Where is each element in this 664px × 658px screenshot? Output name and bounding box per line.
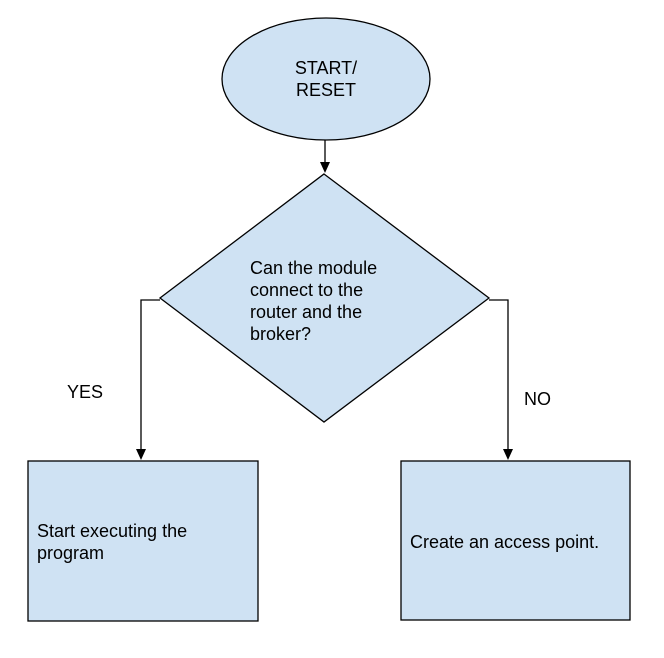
execute-node-label: Start executing the program bbox=[37, 521, 188, 563]
access-point-process-shape bbox=[400, 460, 631, 621]
no-edge-label: NO bbox=[524, 389, 551, 409]
start-terminator-shape bbox=[221, 17, 431, 141]
arrow-down-icon bbox=[136, 449, 146, 460]
connectors bbox=[140, 140, 509, 452]
arrow-down-icon bbox=[503, 449, 513, 460]
edge-decision-to-execute bbox=[140, 299, 160, 452]
yes-edge-label: YES bbox=[67, 382, 104, 402]
decision-node-label: Can the module connect to the router and… bbox=[250, 258, 378, 344]
start-node-label: START/ RESET bbox=[294, 58, 358, 100]
decision-diamond-shape bbox=[158, 173, 491, 423]
edge-decision-to-access-point bbox=[489, 299, 509, 452]
execute-process-shape bbox=[27, 460, 259, 622]
arrowheads bbox=[136, 162, 513, 460]
arrow-down-icon bbox=[320, 162, 330, 173]
access-point-node-label: Create an access point. bbox=[410, 532, 600, 552]
